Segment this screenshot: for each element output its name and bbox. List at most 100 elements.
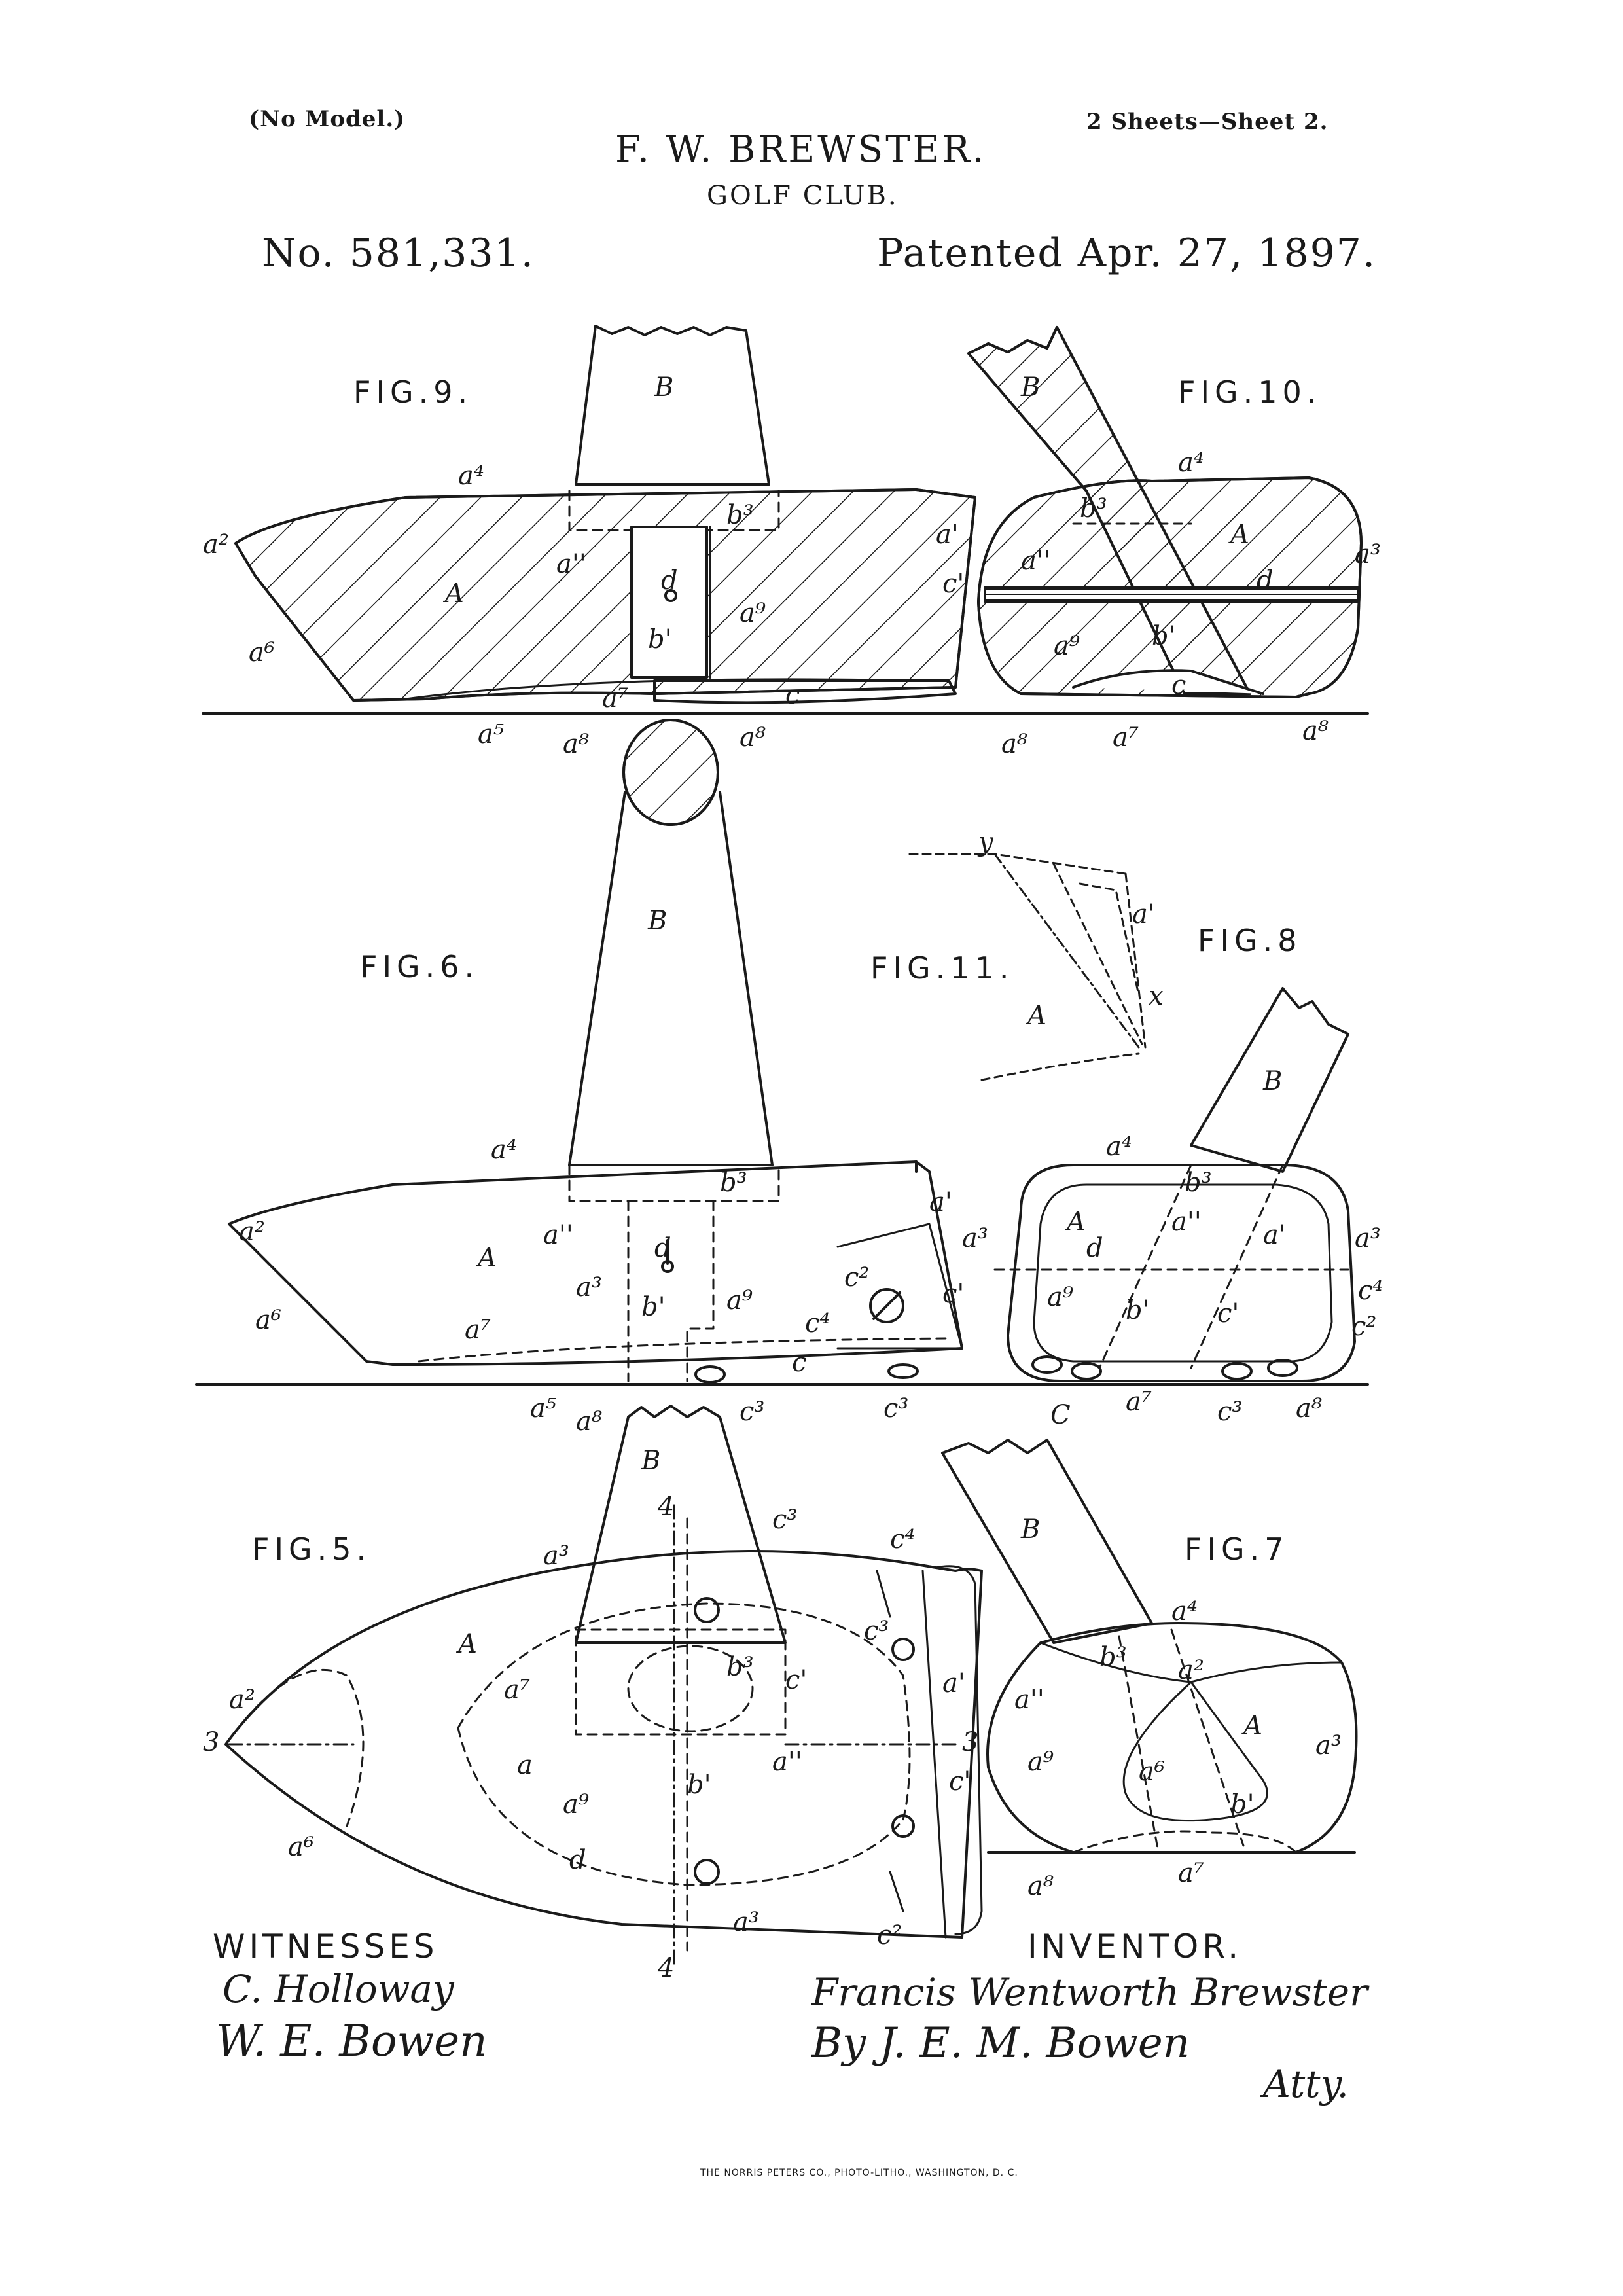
reference-label: B — [641, 1446, 660, 1476]
reference-label: c' — [1217, 1299, 1239, 1329]
fig9-drawing — [202, 325, 1003, 715]
reference-label: A — [1228, 520, 1249, 550]
reference-label: c' — [949, 1767, 971, 1797]
patent-date: Patented Apr. 27, 1897. — [877, 230, 1377, 276]
reference-label: B — [1020, 1515, 1040, 1545]
reference-label: c² — [1351, 1312, 1376, 1342]
reference-label: a⁷ — [1126, 1387, 1152, 1417]
reference-label: a⁸ — [1296, 1393, 1322, 1424]
reference-label: b' — [1230, 1789, 1255, 1820]
reference-label: a⁵ — [530, 1393, 556, 1424]
reference-label: b³ — [1099, 1642, 1127, 1672]
reference-label: a³ — [733, 1907, 759, 1937]
label-B: B — [654, 372, 673, 403]
patent-title: GOLF CLUB. — [707, 181, 899, 211]
reference-label: a² — [203, 529, 229, 560]
reference-label: b³ — [1080, 493, 1107, 524]
reference-label: A — [442, 579, 464, 609]
fig9-label: FIG.9. — [353, 374, 473, 410]
reference-label: a³ — [576, 1272, 602, 1302]
fig5-drawing — [224, 1405, 983, 1965]
reference-label: c³ — [864, 1616, 889, 1646]
sheet-count: 2 Sheets—Sheet 2. — [1086, 109, 1329, 135]
reference-label: A — [1025, 1001, 1046, 1031]
fig8-label: FIG.8 — [1198, 923, 1302, 958]
reference-label: c' — [942, 569, 964, 599]
reference-label: a⁶ — [288, 1832, 314, 1862]
reference-label: c² — [877, 1920, 902, 1950]
reference-label: a'' — [1171, 1207, 1202, 1237]
reference-label: d — [1086, 1233, 1103, 1263]
reference-label: a'' — [543, 1220, 573, 1250]
fig7-drawing — [941, 1439, 1358, 1854]
reference-label: a⁹ — [1047, 1282, 1073, 1312]
reference-label: B — [1020, 372, 1040, 403]
reference-label: d — [569, 1845, 586, 1875]
reference-label: a³ — [1315, 1731, 1342, 1761]
reference-label: b' — [1152, 621, 1176, 651]
reference-label: b³ — [720, 1168, 747, 1198]
reference-label: a⁶ — [255, 1305, 281, 1335]
reference-label: a² — [239, 1217, 265, 1247]
reference-label: a' — [1132, 899, 1155, 929]
reference-label: 3 — [962, 1727, 978, 1757]
reference-label: B — [1262, 1066, 1282, 1096]
reference-label: a⁹ — [1054, 631, 1080, 661]
reference-label: c³ — [740, 1397, 764, 1427]
reference-label: a⁶ — [249, 637, 275, 668]
reference-label: a⁶ — [1139, 1757, 1165, 1787]
reference-label: a⁴ — [1106, 1132, 1132, 1162]
reference-label: a⁸ — [563, 729, 589, 759]
reference-label: a⁸ — [1027, 1871, 1054, 1901]
reference-label: a⁴ — [491, 1135, 517, 1165]
reference-label: a⁸ — [740, 723, 766, 753]
fig8-drawing — [993, 987, 1369, 1386]
reference-label: a⁴ — [1178, 448, 1204, 478]
reference-label: a⁴ — [458, 461, 484, 491]
attorney-abbrev: Atty. — [1263, 2062, 1349, 2106]
reference-label: B — [647, 906, 667, 936]
patent-number: No. 581,331. — [262, 230, 535, 276]
reference-label: c³ — [883, 1393, 908, 1424]
reference-label: 4 — [657, 1492, 674, 1522]
reference-label: c³ — [772, 1505, 797, 1535]
inventor-signature: Francis Wentworth Brewster — [812, 1970, 1368, 2015]
reference-label: A — [475, 1243, 497, 1273]
reference-label: a⁷ — [1178, 1858, 1204, 1888]
reference-label: c' — [785, 1665, 807, 1695]
reference-label: b' — [1126, 1295, 1150, 1325]
reference-label: c³ — [1217, 1397, 1242, 1427]
reference-label: c⁴ — [890, 1524, 915, 1554]
reference-label: a³ — [962, 1223, 988, 1253]
attorney-signature: By J. E. M. Bowen — [812, 2019, 1190, 2068]
reference-label: d — [661, 565, 678, 596]
witness-signature-2: W. E. Bowen — [216, 2016, 488, 2066]
reference-label: a³ — [1355, 539, 1381, 569]
reference-label: a'' — [1014, 1685, 1044, 1715]
reference-label: c' — [942, 1279, 964, 1309]
reference-label: a² — [1178, 1655, 1204, 1685]
reference-label: 3 — [203, 1727, 219, 1757]
reference-label: x — [1149, 981, 1164, 1011]
reference-label: a³ — [543, 1541, 569, 1571]
reference-label: a⁷ — [602, 683, 628, 713]
reference-label: a⁷ — [504, 1675, 530, 1705]
reference-label: d — [654, 1233, 671, 1263]
reference-label: a² — [229, 1685, 255, 1715]
witnesses-heading: WITNESSES — [213, 1928, 438, 1965]
reference-label: A — [1064, 1207, 1086, 1237]
reference-label: c — [1171, 670, 1186, 700]
reference-label: d — [1257, 565, 1274, 596]
reference-label: a' — [1263, 1220, 1286, 1250]
reference-label: b' — [687, 1770, 711, 1800]
reference-label: a⁹ — [726, 1285, 753, 1316]
reference-label: a⁹ — [563, 1789, 589, 1820]
reference-label: c² — [844, 1263, 869, 1293]
reference-label: a⁷ — [465, 1315, 491, 1345]
reference-label: a⁵ — [478, 719, 504, 749]
reference-label: c⁴ — [805, 1308, 830, 1338]
no-model-note: (No Model.) — [249, 106, 406, 132]
reference-label: c — [785, 680, 800, 710]
reference-label: c — [792, 1348, 806, 1378]
